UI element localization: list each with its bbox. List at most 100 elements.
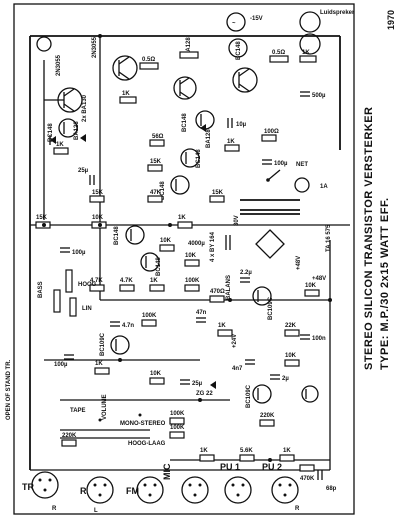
preamp-transistor-4 [301,385,319,403]
resistor-label: 1K [218,323,226,329]
capacitor-label: 25µ [78,168,89,174]
diode-label: BA128 [74,121,80,140]
resistor-label: 10K [150,371,162,377]
socket-mic: MIC [162,463,209,504]
secondary-voltage: 30V [234,215,240,226]
rectifier-label: 4 x BY 164 [210,231,216,262]
power-supply: ~ -15V 1A NET TA 16 575 4 x BY 164 30V +… [188,12,332,348]
speaker-sockets: Luidspreker [36,10,355,55]
capacitor-label: 100µ [274,161,288,167]
reservoir-cap-label: 4000µ [188,241,205,247]
resistor-label: 1K [150,278,158,284]
resistor-label: 1K [56,142,64,148]
capacitor-label: 25µ [192,381,203,387]
socket-label: MIC [162,463,172,480]
speaker-socket-right [299,33,321,55]
channel-label: R [52,506,57,512]
speaker-socket-left [299,11,321,33]
socket-radio: R [80,476,114,504]
transistor-label: BA128 [186,37,192,56]
resistor-label: 10K [305,283,317,289]
resistor-label: 4.7K [120,278,133,284]
resistor-label: 10K [160,238,172,244]
supply-voltage-main: +48V [312,276,326,282]
speaker-label: Luidspreker [320,10,355,16]
capacitor-label: 100µ [72,250,86,256]
socket-label: R [80,486,87,496]
resistor-label: 10K [185,253,197,259]
socket-pu1: PU 1 [220,462,252,504]
resistor-label: 1K [200,448,208,454]
power-rails [29,35,350,471]
transistor-label: BC109C [100,332,106,356]
resistor-label: 15K [92,190,104,196]
driver-transistor-left: BC148 BA128 [48,118,80,142]
socket-fm: FM [126,476,164,504]
socket-tr: TR [22,471,59,499]
din-sockets: TR R FM MIC PU 1 PU 2 R L R [22,462,300,514]
transistor-label: BC109C [268,296,274,320]
resistor-label: 1K [283,448,291,454]
channel-label: R [295,506,300,512]
resistor-label: 1K [178,215,186,221]
resistor-label: 100Ω [264,129,279,135]
resistor-label: 220K [260,413,275,419]
capacitor-label: 47n [196,310,207,316]
resistor-group: 0.5Ω 0.5Ω 1K 1K 1K 56Ω 1K 100Ω 15K 15K 4… [35,50,320,482]
diode-label: 2x BA130 [82,94,88,122]
bias-transistor: BC148 [180,148,202,168]
mains-symbol: ~ [232,21,236,27]
transistor-label: 2N3055 [92,36,98,58]
mono-label: MONO-STEREO [120,421,166,427]
capacitor-label: 10µ [236,122,247,128]
schematic-title: STEREO SILICON TRANSISTOR VERSTERKER [363,107,375,371]
side-note: OPEN OF STAND TR. [6,359,12,420]
schematic-subtitle: TYPE: M.P./30 2x15 WATT EFF. [379,197,391,370]
diode-label: BA128 [206,129,212,148]
page-border [13,3,355,515]
resistor-label: 100K [170,425,185,431]
fuse-label: 1A [320,184,328,190]
preamp-transistor-1: BC109C [100,332,130,356]
tone-controls: BASS HOOG LIN BALANS [38,269,232,317]
junctions [42,34,332,462]
transistor-label: BC148 [48,123,54,142]
driver-transistor-right: BC148 [182,110,215,132]
socket-label: PU 1 [220,462,240,472]
transistor-label: BC148 [114,226,120,245]
capacitor-label: 68p [326,486,337,492]
capacitor-label: 2µ [282,376,289,382]
capacitor-label: 100µ [54,362,68,368]
transistor-label: BC148 [196,149,202,168]
resistor-label: 15K [36,215,48,221]
resistor-label: 220K [62,433,77,439]
balance-label: BALANS [226,275,232,300]
socket-pu2: PU 2 [262,462,299,504]
output-transistor-1: 2N3055 [44,54,83,113]
sensitivity-label: HOOG-LAAG [128,441,166,447]
resistor-label: 470K [300,476,315,482]
transistor-label: 2N3055 [56,54,62,76]
preamp-transistor-3: BC109C [246,384,272,408]
resistor-label: 15K [212,190,224,196]
transformer-label: TA 16 575 [326,224,332,252]
capacitor-label: 100n [312,336,326,342]
zener-label: ZG 22 [196,391,213,397]
net-label: NET [296,162,308,168]
transistor-label: BC148 [160,181,166,200]
pre-driver-transistor: BC148 [160,175,190,200]
resistor-label: 470Ω [210,289,225,295]
channel-label: L [94,508,98,514]
transistor-label: BC148 [182,113,188,132]
amp-transistor-a: BC148 [114,225,145,245]
output-transistor-4: BA128 [173,37,197,100]
resistor-label: 100K [170,411,185,417]
diode-group: 2x BA130 BA128 ZG 22 [49,94,216,397]
resistor-label: 0.5Ω [272,50,285,56]
resistor-label: 4.7K [90,278,103,284]
amp-transistor-b: BC148 [140,252,162,276]
output-transistor-3: BC148 [232,41,258,93]
resistor-label: 47K [150,190,162,196]
capacitor-label: 500µ [312,93,326,99]
bass-label: BASS [38,281,44,298]
